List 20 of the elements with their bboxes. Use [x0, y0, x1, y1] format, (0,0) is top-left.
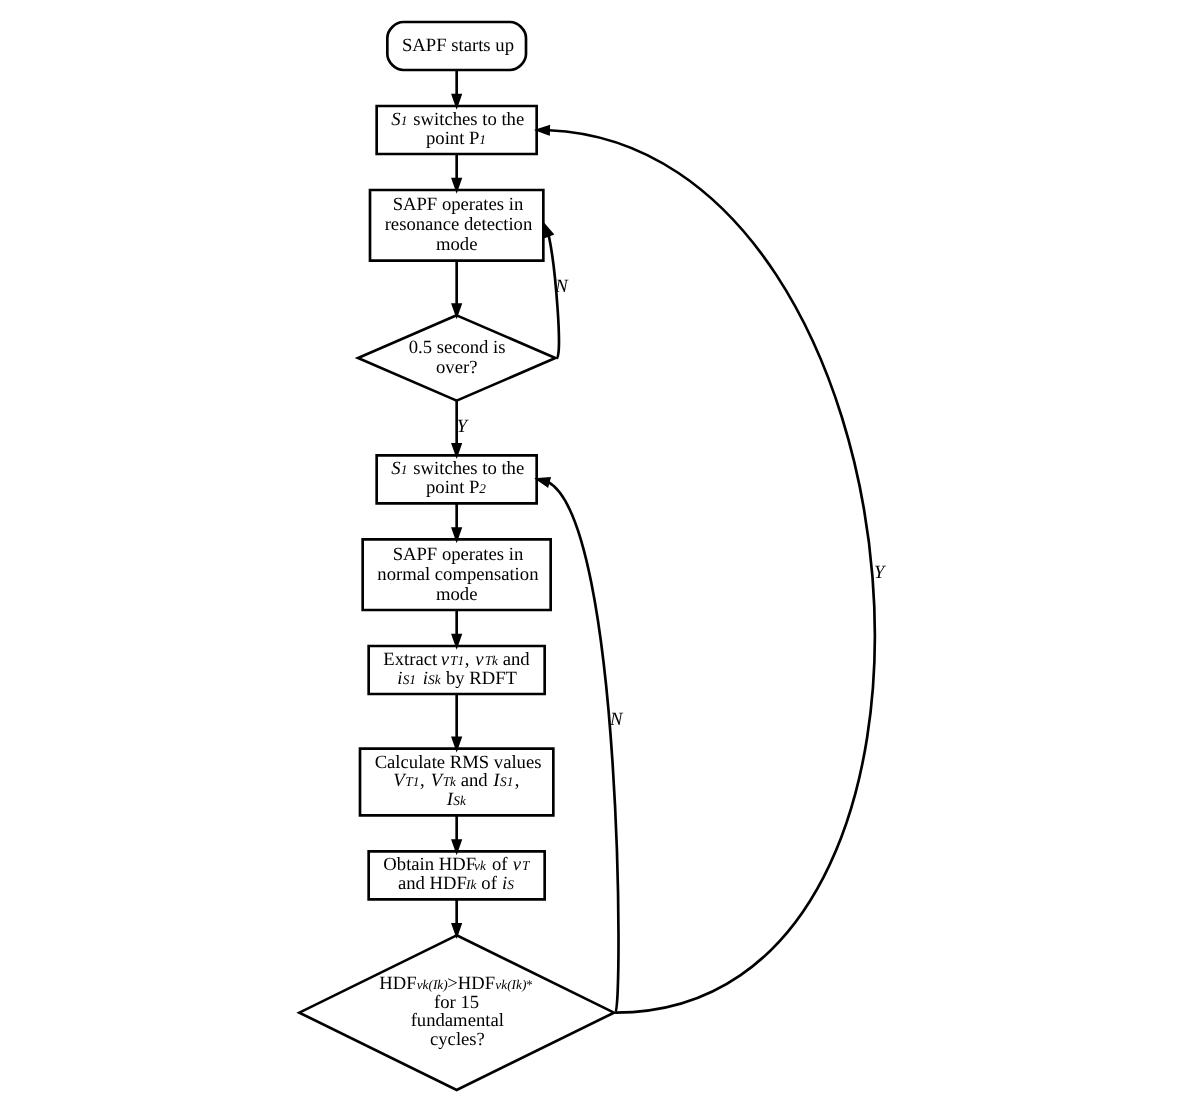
arrow [450, 610, 462, 650]
arrow [542, 221, 560, 359]
arrow [450, 400, 462, 460]
arrow [450, 70, 462, 110]
arrow [450, 260, 462, 320]
edge-label: Y [873, 564, 884, 585]
edge-label: N [609, 710, 622, 731]
node-box: SAPF operates in resonance detection mode [367, 188, 544, 262]
arrow [450, 899, 462, 939]
node-diamond: 0.5 second is over? [353, 313, 558, 403]
arrow [532, 124, 874, 1014]
edge-label: N [554, 277, 567, 298]
edge-label: Y [455, 417, 467, 438]
arrow [450, 503, 462, 544]
arrow [450, 694, 462, 753]
node-box: SAPF starts up [385, 20, 527, 72]
arrow [533, 477, 619, 1013]
node-box: SAPF operates in normal compensation mode [360, 538, 551, 612]
arrow [450, 815, 462, 856]
arrow [450, 154, 462, 194]
